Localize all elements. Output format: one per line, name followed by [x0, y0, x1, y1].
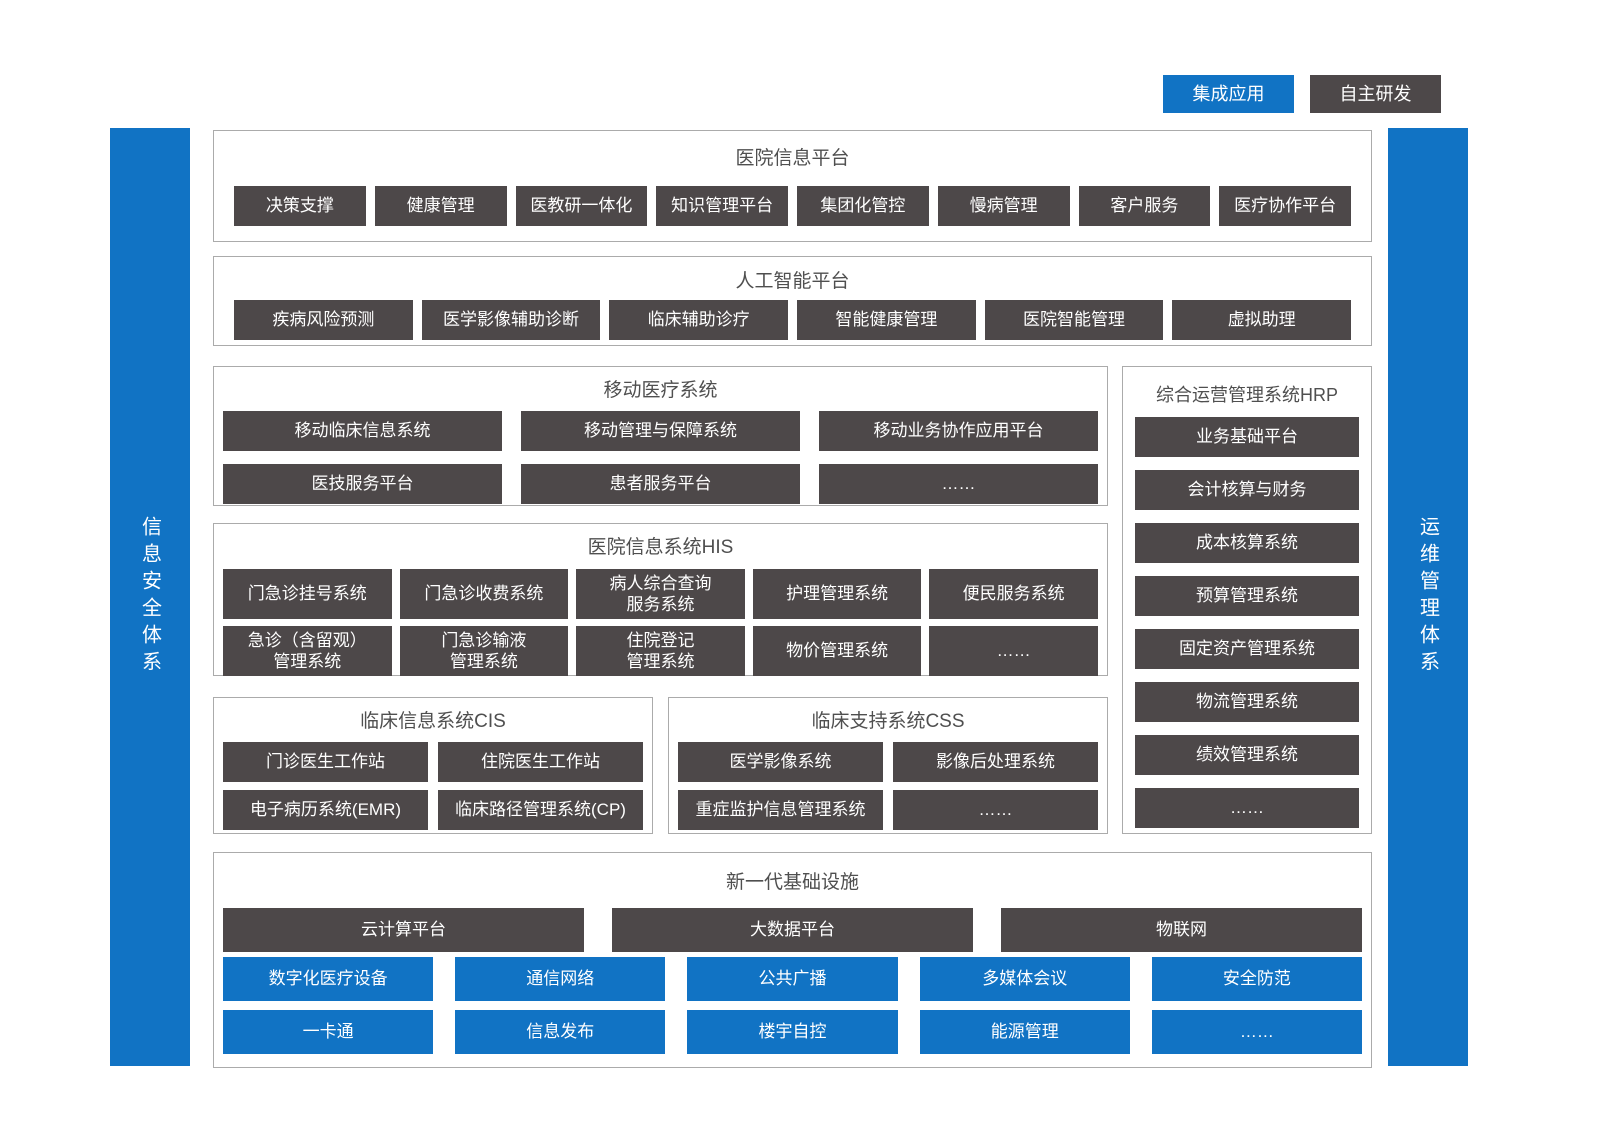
- diagram-box: 医技服务平台: [223, 464, 502, 504]
- diagram-box: 楼宇自控: [687, 1010, 898, 1054]
- diagram-box: 临床路径管理系统(CP): [438, 790, 643, 830]
- section-cis: 临床信息系统CIS 门诊医生工作站住院医生工作站 电子病历系统(EMR)临床路径…: [213, 697, 653, 834]
- diagram-box: 门急诊挂号系统: [223, 569, 392, 619]
- diagram-box: 门诊医生工作站: [223, 742, 428, 782]
- diagram-box: 虚拟助理: [1172, 300, 1352, 340]
- diagram-box: 住院登记 管理系统: [576, 626, 745, 676]
- section-title-css: 临床支持系统CSS: [811, 711, 965, 732]
- diagram-box: 知识管理平台: [656, 186, 788, 226]
- section-mobile-medical: 移动医疗系统 移动临床信息系统移动管理与保障系统移动业务协作应用平台 医技服务平…: [213, 366, 1108, 506]
- diagram-box: 物联网: [1001, 908, 1362, 952]
- diagram-box: ……: [1135, 788, 1359, 828]
- infrastructure-blue-row-2: 一卡通信息发布楼宇自控能源管理 ……: [214, 1010, 1371, 1054]
- diagram-box: 物流管理系统: [1135, 682, 1359, 722]
- diagram-box: 重症监护信息管理系统: [678, 790, 883, 830]
- diagram-box: 智能健康管理: [797, 300, 976, 340]
- diagram-box: 移动临床信息系统: [223, 411, 502, 451]
- diagram-box: 客户服务: [1078, 186, 1211, 226]
- diagram-box: 集团化管控: [797, 186, 929, 226]
- diagram-box: 病人综合查询 服务系统: [576, 569, 745, 619]
- diagram-box: 绩效管理系统: [1135, 735, 1359, 775]
- legend-self-developed: 自主研发: [1310, 75, 1441, 113]
- diagram-box: 决策支撑: [234, 186, 366, 226]
- section-hrp: 综合运营管理系统HRP 业务基础平台会计核算与财务成本核算系统预算管理系统固定资…: [1122, 366, 1372, 834]
- diagram-box: 公共广播: [687, 957, 898, 1001]
- diagram-box: ……: [893, 790, 1098, 830]
- diagram-box: 数字化医疗设备: [223, 957, 434, 1001]
- his-row-2: 急诊（含留观） 管理系统门急诊输液 管理系统住院登记 管理系统物价管理系统……: [214, 626, 1107, 676]
- diagram-box: 大数据平台: [612, 908, 973, 952]
- section-css: 临床支持系统CSS 医学影像系统影像后处理系统 重症监护信息管理系统……: [668, 697, 1108, 834]
- section-title-his: 医院信息系统HIS: [587, 537, 734, 558]
- diagram-box: 医教研一体化: [515, 186, 648, 226]
- diagram-box: 会计核算与财务: [1135, 470, 1359, 510]
- diagram-box: 固定资产管理系统: [1135, 629, 1359, 669]
- diagram-box: 一卡通: [223, 1010, 434, 1054]
- left-bar-info-security-system: 信息安全体系: [110, 128, 190, 1066]
- section-title-mobile-medical: 移动医疗系统: [603, 380, 718, 401]
- cis-row-1: 门诊医生工作站住院医生工作站: [214, 742, 652, 782]
- diagram-box: 疾病风险预测: [234, 300, 413, 340]
- diagram-box: 门急诊收费系统: [399, 569, 569, 619]
- diagram-box: 慢病管理: [937, 186, 1070, 226]
- section-title-infrastructure: 新一代基础设施: [725, 872, 859, 893]
- diagram-box: 健康管理: [374, 186, 507, 226]
- diagram-box: 门急诊输液 管理系统: [399, 626, 569, 676]
- diagram-box: 护理管理系统: [752, 569, 922, 619]
- section-title-ai-platform: 人工智能平台: [735, 271, 850, 292]
- ai-platform-row: 疾病风险预测医学影像辅助诊断临床辅助诊疗智能健康管理医院智能管理虚拟助理: [214, 300, 1371, 340]
- diagram-box: 移动管理与保障系统: [521, 411, 800, 451]
- diagram-box: 医院智能管理: [984, 300, 1164, 340]
- diagram-box: 移动业务协作应用平台: [819, 411, 1098, 451]
- section-his: 医院信息系统HIS 门急诊挂号系统门急诊收费系统病人综合查询 服务系统护理管理系…: [213, 523, 1108, 676]
- right-bar-ops-management-system: 运维管理体系: [1388, 128, 1468, 1066]
- diagram-box: 医疗协作平台: [1219, 186, 1351, 226]
- mobile-medical-row-1: 移动临床信息系统移动管理与保障系统移动业务协作应用平台: [214, 411, 1107, 451]
- infrastructure-blue-row-1: 数字化医疗设备通信网络公共广播多媒体会议安全防范: [214, 957, 1371, 1001]
- diagram-box: ……: [819, 464, 1098, 504]
- infrastructure-dark-row: 云计算平台大数据平台物联网: [214, 908, 1371, 952]
- diagram-box: 多媒体会议: [919, 957, 1130, 1001]
- diagram-box: 安全防范: [1151, 957, 1363, 1001]
- diagram-box: 患者服务平台: [521, 464, 800, 504]
- diagram-box: 成本核算系统: [1135, 523, 1359, 563]
- section-title-cis: 临床信息系统CIS: [360, 711, 506, 732]
- section-hospital-info-platform: 医院信息平台 决策支撑健康管理医教研一体化知识管理平台集团化管控慢病管理客户服务…: [213, 130, 1372, 242]
- diagram-box: 电子病历系统(EMR): [223, 790, 428, 830]
- diagram-box: 物价管理系统: [752, 626, 922, 676]
- diagram-box: 急诊（含留观） 管理系统: [223, 626, 392, 676]
- his-row-1: 门急诊挂号系统门急诊收费系统病人综合查询 服务系统护理管理系统便民服务系统: [214, 569, 1107, 619]
- diagram-box: 能源管理: [919, 1010, 1130, 1054]
- section-title-hrp: 综合运营管理系统HRP: [1155, 385, 1338, 405]
- diagram-box: 云计算平台: [223, 908, 584, 952]
- diagram-box: 影像后处理系统: [893, 742, 1098, 782]
- diagram-box: 住院医生工作站: [438, 742, 643, 782]
- diagram-box: 医学影像系统: [678, 742, 883, 782]
- cis-row-2: 电子病历系统(EMR)临床路径管理系统(CP): [214, 790, 652, 830]
- diagram-box: 预算管理系统: [1135, 576, 1359, 616]
- css-row-1: 医学影像系统影像后处理系统: [669, 742, 1107, 782]
- diagram-box: 通信网络: [455, 957, 666, 1001]
- diagram-box: 信息发布: [455, 1010, 666, 1054]
- css-row-2: 重症监护信息管理系统……: [669, 790, 1107, 830]
- diagram-box: 便民服务系统: [929, 569, 1098, 619]
- diagram-box: 业务基础平台: [1135, 417, 1359, 457]
- diagram-box: ……: [1151, 1010, 1363, 1054]
- legend-integrated-app: 集成应用: [1163, 75, 1294, 113]
- section-title-hospital-info-platform: 医院信息平台: [735, 148, 850, 169]
- section-infrastructure: 新一代基础设施 云计算平台大数据平台物联网 数字化医疗设备通信网络公共广播多媒体…: [213, 852, 1372, 1068]
- diagram-box: 临床辅助诊疗: [609, 300, 789, 340]
- hospital-info-row: 决策支撑健康管理医教研一体化知识管理平台集团化管控慢病管理客户服务医疗协作平台: [214, 186, 1371, 226]
- mobile-medical-row-2: 医技服务平台患者服务平台 ……: [214, 464, 1107, 504]
- hrp-column: 业务基础平台会计核算与财务成本核算系统预算管理系统固定资产管理系统物流管理系统绩…: [1123, 417, 1371, 828]
- diagram-box: 医学影像辅助诊断: [421, 300, 601, 340]
- section-ai-platform: 人工智能平台 疾病风险预测医学影像辅助诊断临床辅助诊疗智能健康管理医院智能管理虚…: [213, 256, 1372, 346]
- diagram-box: ……: [929, 626, 1098, 676]
